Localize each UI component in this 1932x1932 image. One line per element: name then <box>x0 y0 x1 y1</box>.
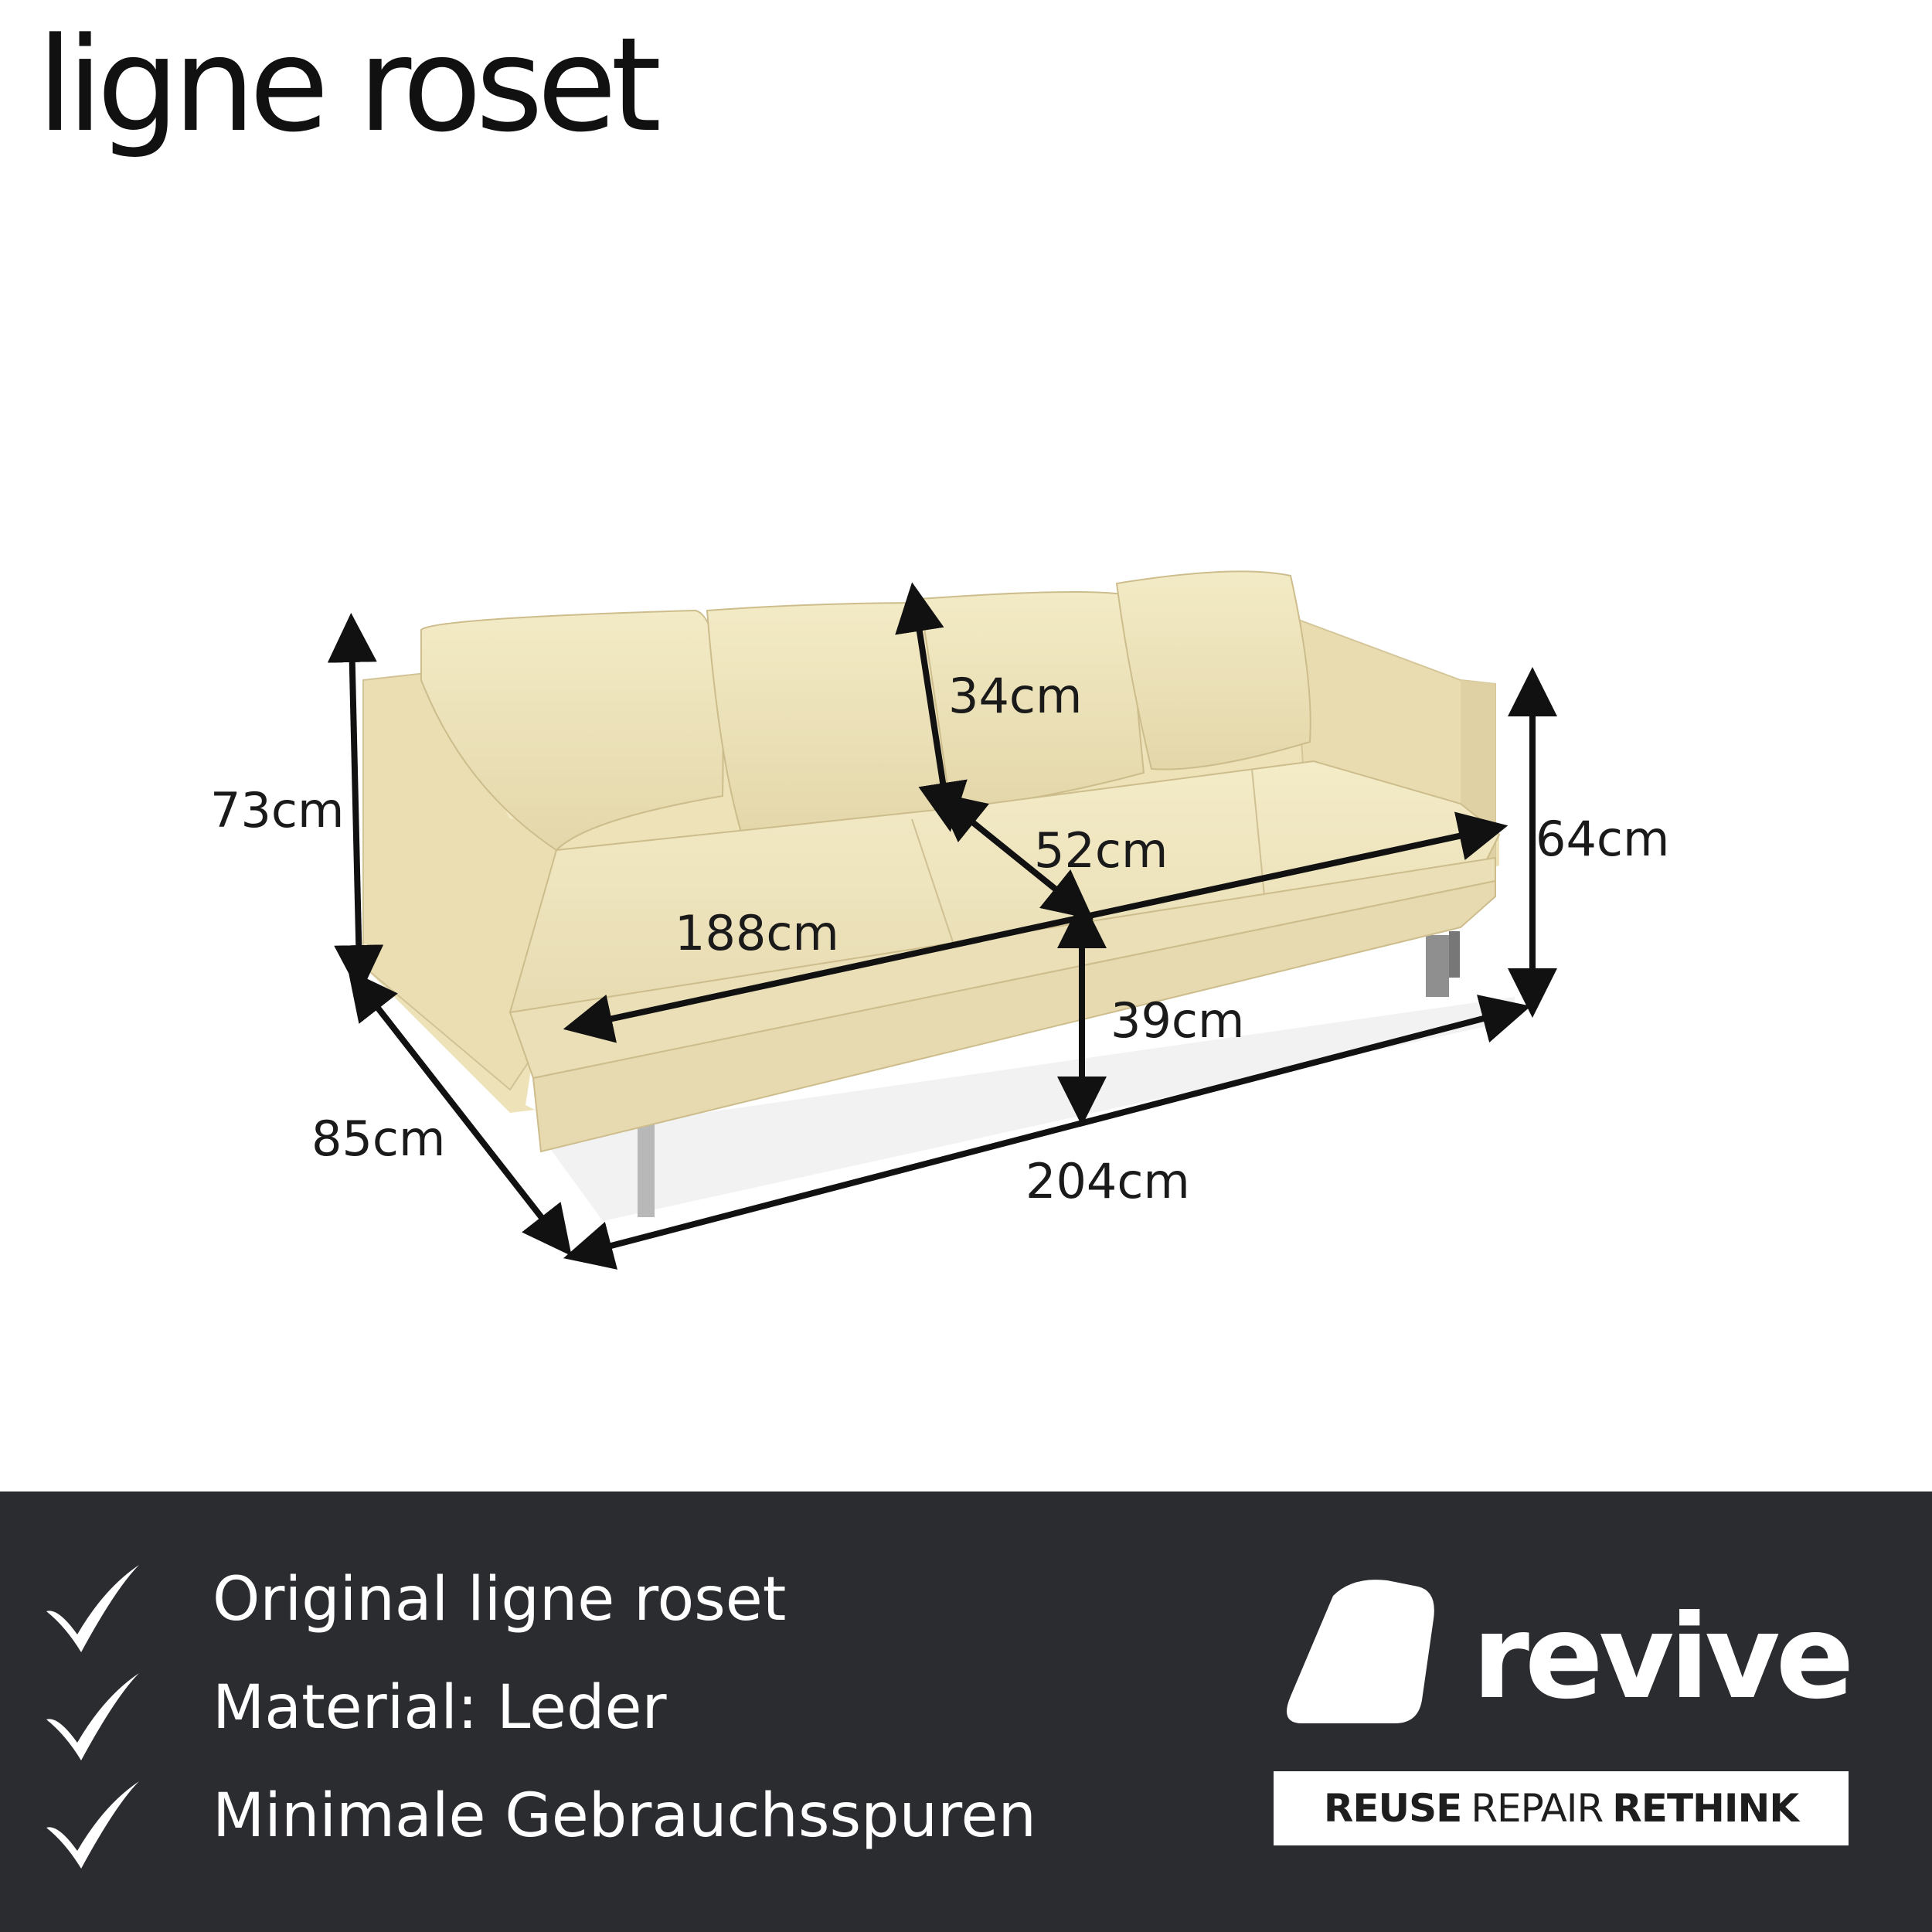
checkmark-icon <box>46 1781 139 1869</box>
feature-label: Original ligne roset <box>213 1565 787 1634</box>
arrow-width <box>563 995 1531 1270</box>
arrow-cushion-height <box>895 582 968 832</box>
arrow-depth <box>348 969 572 1257</box>
brand-logo: ligne roset <box>37 9 662 161</box>
checkmark-icon <box>46 1565 139 1652</box>
dim-label-seat-height: 39cm <box>1111 992 1245 1049</box>
arrow-back-height <box>327 613 384 995</box>
checkmark-icon <box>46 1673 139 1760</box>
revive-tagline: REUSE REPAIR RETHINK <box>1274 1771 1849 1845</box>
dim-label-width: 204cm <box>1026 1153 1190 1209</box>
tagline-rethink: RETHINK <box>1612 1786 1799 1831</box>
dim-label-cushion-height: 34cm <box>948 668 1083 724</box>
dimension-arrows <box>327 582 1557 1270</box>
dim-label-seat-depth: 52cm <box>1034 822 1168 879</box>
feature-label: Material: Leder <box>213 1673 667 1743</box>
dim-label-seat-width: 188cm <box>675 905 839 961</box>
tagline-reuse: REUSE <box>1323 1786 1462 1831</box>
dim-label-back-height: 73cm <box>210 782 345 838</box>
arrow-seat-width <box>563 811 1509 1043</box>
dim-label-arm-height: 64cm <box>1536 811 1670 867</box>
tagline-repair: REPAIR <box>1471 1786 1604 1831</box>
sofa-image <box>327 570 1557 1270</box>
feature-label: Minimale Gebrauchsspuren <box>213 1781 1036 1851</box>
revive-logo-mark-icon <box>1287 1580 1434 1723</box>
feature-banner: Original ligne roset Material: Leder Min… <box>0 1492 1932 1932</box>
revive-logo-word: revive <box>1472 1590 1854 1725</box>
dim-label-depth: 85cm <box>311 1111 446 1167</box>
